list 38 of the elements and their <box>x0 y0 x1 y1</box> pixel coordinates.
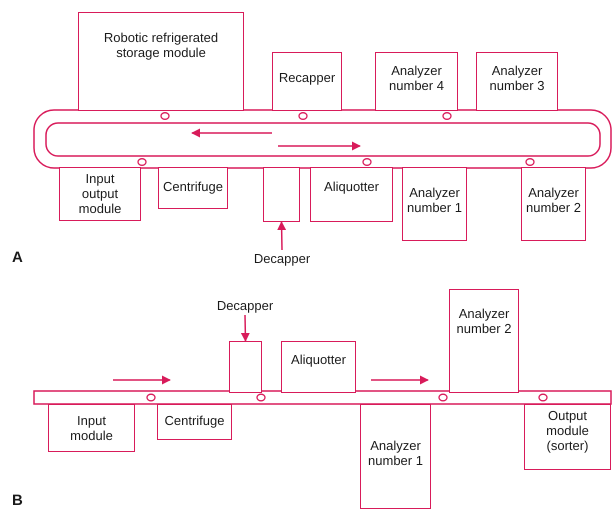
module-box <box>158 167 228 209</box>
module-box <box>78 12 244 111</box>
module-label: Input output module <box>78 171 122 216</box>
module-box <box>157 404 232 440</box>
module-label: Aliquotter <box>290 352 347 367</box>
callout-label: Decapper <box>250 251 314 267</box>
empty-module-box <box>263 167 300 222</box>
module-label: Input module <box>69 413 114 443</box>
module-label: Analyzer number 2 <box>456 306 512 336</box>
module-box <box>360 404 431 509</box>
module-box <box>272 52 342 111</box>
module-box <box>449 289 519 393</box>
arrow <box>240 314 250 342</box>
module-label: Output module (sorter) <box>545 408 590 453</box>
module-label: Analyzer number 2 <box>525 185 582 215</box>
arrow <box>277 221 286 250</box>
module-box <box>281 341 356 393</box>
module-label: Robotic refrigerated storage module <box>102 30 220 60</box>
module-label: Analyzer number 1 <box>367 438 424 468</box>
callout-label: Decapper <box>212 298 278 314</box>
module-label: Analyzer number 3 <box>488 63 546 93</box>
module-box <box>402 167 467 241</box>
module-label: Centrifuge <box>164 413 226 428</box>
module-box <box>521 167 586 241</box>
module-label: Recapper <box>278 70 336 85</box>
module-box <box>375 52 458 111</box>
module-label: Centrifuge <box>162 179 224 194</box>
module-box <box>59 167 141 221</box>
panel-letter: A <box>12 249 23 266</box>
module-label: Aliquotter <box>323 179 380 194</box>
module-label: Analyzer number 1 <box>406 185 463 215</box>
empty-module-box <box>229 341 262 393</box>
panel-letter: B <box>12 492 23 509</box>
module-box <box>524 404 611 470</box>
module-box <box>476 52 558 111</box>
module-box <box>310 167 393 222</box>
module-box <box>48 404 135 452</box>
module-label: Analyzer number 4 <box>388 63 445 93</box>
